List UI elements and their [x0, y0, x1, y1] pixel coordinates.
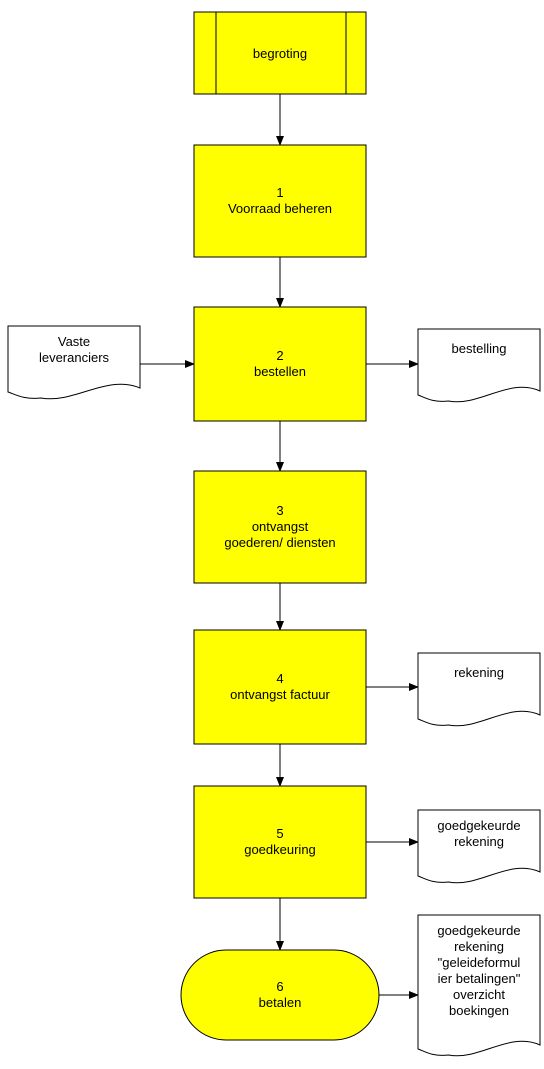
d_goedgekeurd-shape	[417, 809, 541, 884]
p3-label-line: 3	[276, 503, 283, 518]
p5-label-line: 5	[276, 826, 283, 841]
d_vaste-label-line: leveranciers	[39, 350, 110, 365]
d_final-label-line: boekingen	[449, 1003, 509, 1018]
p2-label-line: 2	[276, 348, 283, 363]
d_bestelling-label-line: bestelling	[452, 341, 507, 356]
p3-label-line: ontvangst	[252, 519, 309, 534]
d_bestelling-shape	[417, 328, 541, 403]
d_final-label-line: overzicht	[453, 987, 505, 1002]
d_rekening-shape	[417, 652, 541, 727]
d_goedgekeurd-label-line: goedgekeurde	[437, 818, 520, 833]
p1-label-line: Voorraad beheren	[228, 201, 332, 216]
p4-label-line: ontvangst factuur	[230, 687, 330, 702]
p4-label-line: 4	[276, 671, 283, 686]
p3-shape	[193, 470, 367, 584]
node-begroting: begroting	[193, 11, 367, 95]
d_final-label-line: "geleideformul	[438, 955, 521, 970]
connectors	[140, 94, 419, 999]
p1-shape	[193, 144, 367, 258]
d_final-label-line: rekening	[454, 939, 504, 954]
d_final-label-line: goedgekeurde	[437, 923, 520, 938]
p3-label-line: goederen/ diensten	[224, 535, 335, 550]
p5-label-line: goedkeuring	[244, 842, 316, 857]
node-d_rekening: rekening	[417, 652, 541, 727]
d_rekening-label-line: rekening	[454, 665, 504, 680]
node-d_bestelling: bestelling	[417, 328, 541, 403]
p5-shape	[193, 785, 367, 899]
d_final-shape	[417, 914, 541, 1057]
p2-label-line: bestellen	[254, 364, 306, 379]
p6-label-line: betalen	[259, 995, 302, 1010]
p4-shape	[193, 629, 367, 745]
p2-shape	[193, 306, 367, 422]
begroting-label-line: begroting	[253, 46, 307, 61]
d_vaste-label-line: Vaste	[58, 334, 90, 349]
d_goedgekeurd-label-line: rekening	[454, 834, 504, 849]
p6-shape	[180, 949, 380, 1041]
p6-label-line: 6	[276, 979, 283, 994]
p1-label-line: 1	[276, 185, 283, 200]
begroting-shape	[193, 11, 367, 95]
d_final-label-line: ier betalingen"	[438, 971, 521, 986]
d_vaste-shape	[7, 325, 141, 400]
